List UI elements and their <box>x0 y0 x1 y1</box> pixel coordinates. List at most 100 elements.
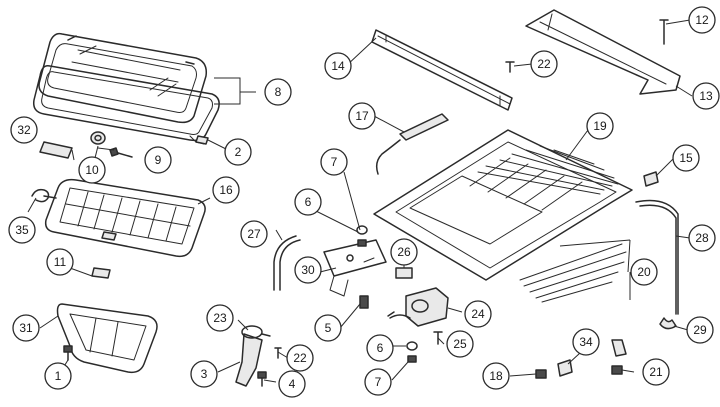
callout-number: 25 <box>453 337 467 351</box>
drive-cables <box>519 243 627 303</box>
callout-13: 13 <box>692 82 720 110</box>
clip-part <box>195 135 209 145</box>
bolt-twenty-one <box>611 365 623 375</box>
callout-number: 17 <box>355 109 369 123</box>
callout-number: 22 <box>293 351 307 365</box>
drain-hose-right <box>635 199 679 315</box>
mounting-bracket <box>323 239 387 297</box>
nut-lower <box>407 355 417 363</box>
callout-number: 14 <box>331 59 345 73</box>
callout-circle <box>572 328 600 356</box>
callout-circle <box>44 362 72 390</box>
callout-number: 20 <box>637 265 651 279</box>
callout-number: 6 <box>377 341 384 355</box>
callout-number: 1 <box>55 369 62 383</box>
callout-number: 31 <box>19 321 33 335</box>
callout-number: 13 <box>699 89 713 103</box>
callout-circle <box>206 304 234 332</box>
callout-number: 23 <box>213 311 227 325</box>
callout-circle <box>348 102 376 130</box>
bolt-small <box>257 371 267 387</box>
callout-circle <box>10 116 38 144</box>
small-screw-upper <box>505 61 515 73</box>
callout-circle <box>464 300 492 328</box>
callout-8: 8 <box>264 78 292 106</box>
callout-24: 24 <box>464 300 492 328</box>
callout-12: 12 <box>688 6 716 34</box>
callout-number: 24 <box>471 307 485 321</box>
callout-4: 4 <box>278 370 306 398</box>
rear-rail <box>525 9 681 95</box>
callout-14: 14 <box>324 52 352 80</box>
callout-circle <box>630 258 658 286</box>
callout-22: 22 <box>530 50 558 78</box>
callout-31: 31 <box>12 314 40 342</box>
callout-28: 28 <box>688 224 716 252</box>
callout-22: 22 <box>286 344 314 372</box>
callout-number: 12 <box>695 13 709 27</box>
callout-29: 29 <box>686 316 714 344</box>
callout-21: 21 <box>642 358 670 386</box>
callout-9: 9 <box>144 146 172 174</box>
clip-wire <box>31 188 57 203</box>
tray <box>56 303 158 374</box>
callout-circle <box>78 156 106 184</box>
callout-circle <box>482 362 510 390</box>
callout-18: 18 <box>482 362 510 390</box>
callout-circle <box>294 188 322 216</box>
callout-number: 34 <box>579 335 593 349</box>
callout-19: 19 <box>586 112 614 140</box>
callout-number: 32 <box>17 123 31 137</box>
callout-circle <box>286 344 314 372</box>
callout-number: 7 <box>375 375 382 389</box>
callout-number: 26 <box>397 245 411 259</box>
bolt-five <box>359 295 369 309</box>
callout-circle <box>46 248 74 276</box>
callout-6: 6 <box>366 334 394 362</box>
callout-2: 2 <box>224 138 252 166</box>
callout-circle <box>390 238 418 266</box>
hinge-bracket <box>235 325 271 387</box>
bolt-eighteen <box>535 369 547 379</box>
callout-number: 6 <box>305 195 312 209</box>
callout-number: 3 <box>201 367 208 381</box>
callout-20: 20 <box>630 258 658 286</box>
callout-number: 4 <box>289 377 296 391</box>
callout-circle <box>314 314 342 342</box>
callout-25: 25 <box>446 330 474 358</box>
screw <box>109 147 133 158</box>
guide-rail <box>375 113 449 175</box>
callout-number: 9 <box>155 153 162 167</box>
callout-circle <box>364 368 392 396</box>
bushing <box>90 131 106 145</box>
callout-number: 19 <box>593 119 607 133</box>
callout-10: 10 <box>78 156 106 184</box>
handle <box>91 267 111 279</box>
callout-circle <box>190 360 218 388</box>
callout-circle <box>672 144 700 172</box>
callout-circle <box>688 224 716 252</box>
seal-pad <box>39 141 73 159</box>
callout-number: 28 <box>695 231 709 245</box>
callout-number: 21 <box>649 365 663 379</box>
glass-panel <box>38 32 208 124</box>
callout-17: 17 <box>348 102 376 130</box>
drain-hose-left <box>273 235 301 291</box>
small-screw <box>274 347 282 359</box>
callout-number: 10 <box>85 163 99 177</box>
washer-lower <box>406 341 418 351</box>
callout-number: 30 <box>301 263 315 277</box>
callout-number: 29 <box>693 323 707 337</box>
callout-number: 11 <box>54 255 67 269</box>
callout-circle <box>586 112 614 140</box>
callout-35: 35 <box>8 216 36 244</box>
callout-11: 11 <box>46 248 74 276</box>
callout-circle <box>692 82 720 110</box>
callout-circle <box>686 316 714 344</box>
callout-7: 7 <box>320 148 348 176</box>
callout-number: 5 <box>325 321 332 335</box>
callout-circle <box>446 330 474 358</box>
screw-twelve <box>659 19 669 45</box>
callout-circle <box>8 216 36 244</box>
